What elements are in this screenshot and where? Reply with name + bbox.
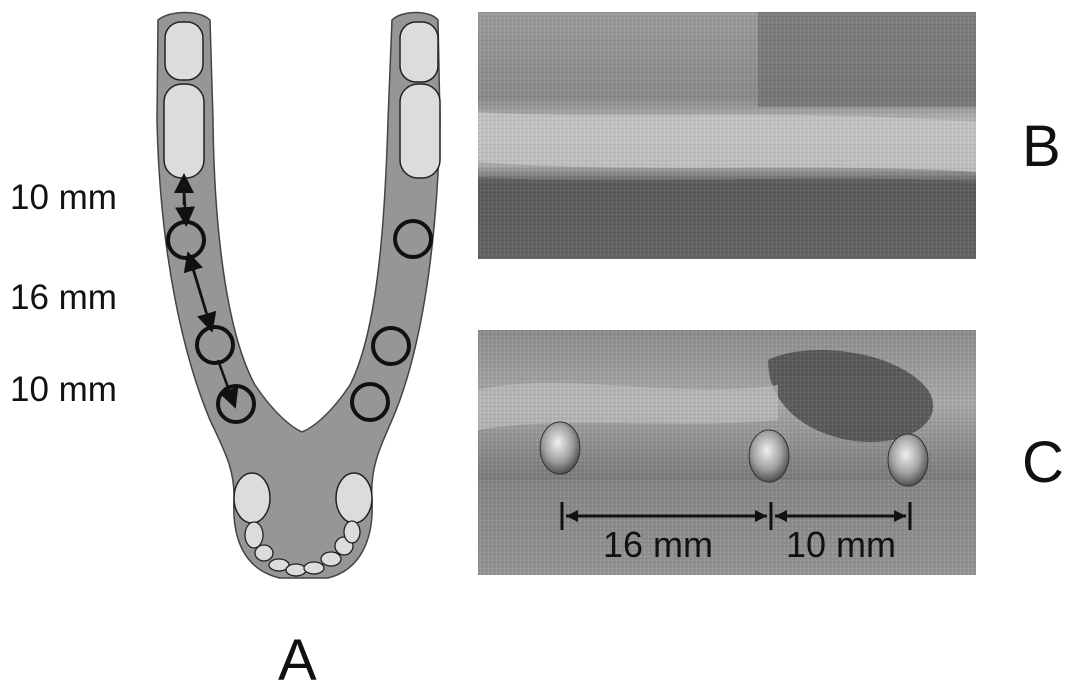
tooth-molar-left-2 [164,84,204,178]
panel-label-c: C [1022,434,1064,492]
span-label-10mm: 10 mm [786,527,896,563]
implant-head-3 [888,434,928,486]
tooth-canine-left [234,473,270,523]
tooth-molar-left-1 [165,22,203,80]
mandible-diagram [0,0,470,692]
tooth-molar-right-1 [400,22,438,82]
measure-label-2: 16 mm [10,280,117,315]
measure-label-1: 10 mm [10,180,117,215]
panel-label-a: A [278,632,317,690]
implant-head-1 [540,422,580,474]
implant-head-2 [749,430,789,482]
photo-panel-c: 16 mm 10 mm [478,330,976,575]
tooth-molar-right-2 [400,84,440,178]
photo-panel-b [478,12,976,259]
tooth-canine-right [336,473,372,523]
span-label-16mm: 16 mm [603,527,713,563]
measure-label-3: 10 mm [10,372,117,407]
panel-label-b: B [1022,118,1061,176]
